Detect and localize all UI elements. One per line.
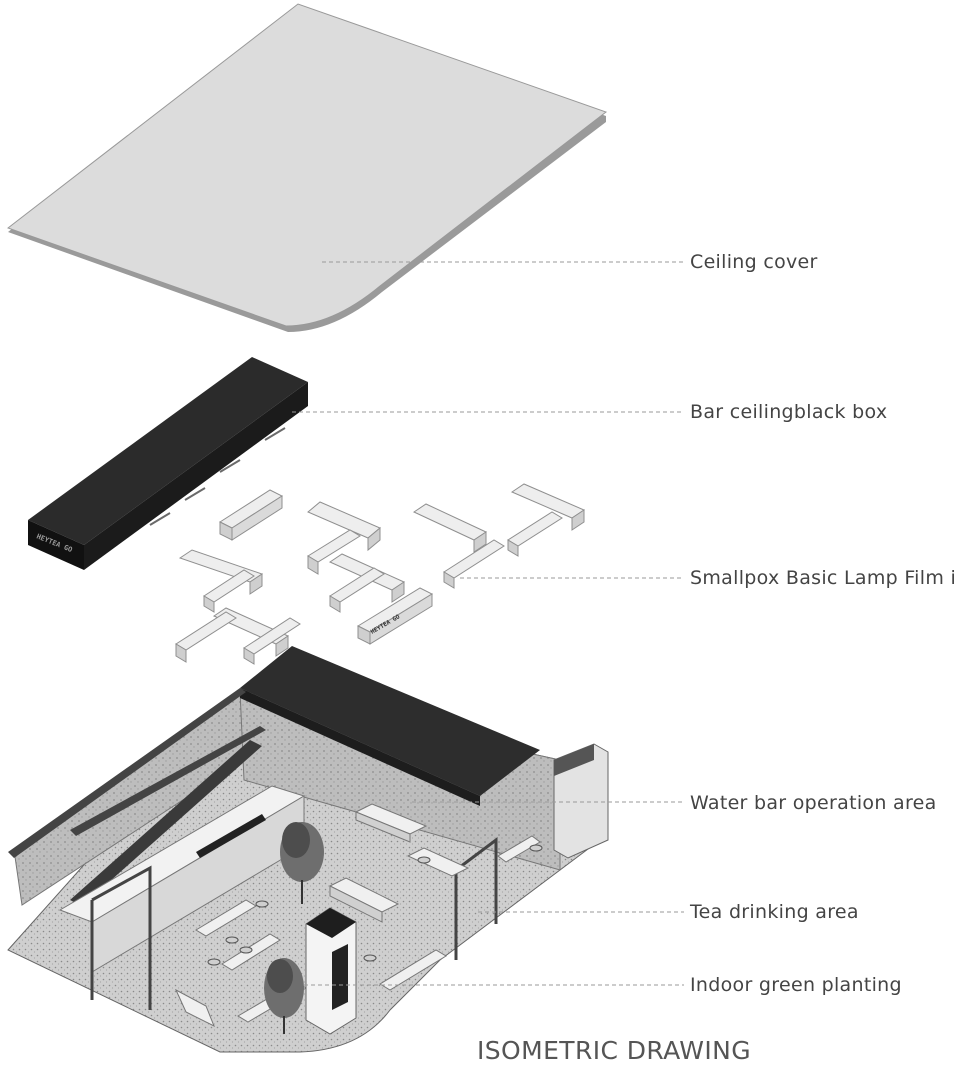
tree-icon [264,958,304,1034]
diagram-title: ISOMETRIC DRAWING [477,1036,752,1065]
label-bar-ceiling-box: Bar ceilingblack box [690,401,888,423]
store-floor-plan [7,646,609,1053]
ceiling-cover-layer [6,3,608,332]
label-lamp-film: Smallpox Basic Lamp Film i [690,567,957,589]
tree-icon [280,822,324,904]
label-tea-drinking: Tea drinking area [690,901,859,923]
label-green-planting: Indoor green planting [690,974,902,996]
bar-ceiling-black-box: HEYTEA GO [28,357,308,570]
ceiling-lamp-bars: HEYTEA GO [175,483,586,665]
label-ceiling-cover: Ceiling cover [690,251,818,273]
leader-lines [292,261,684,986]
label-water-bar: Water bar operation area [690,792,937,814]
